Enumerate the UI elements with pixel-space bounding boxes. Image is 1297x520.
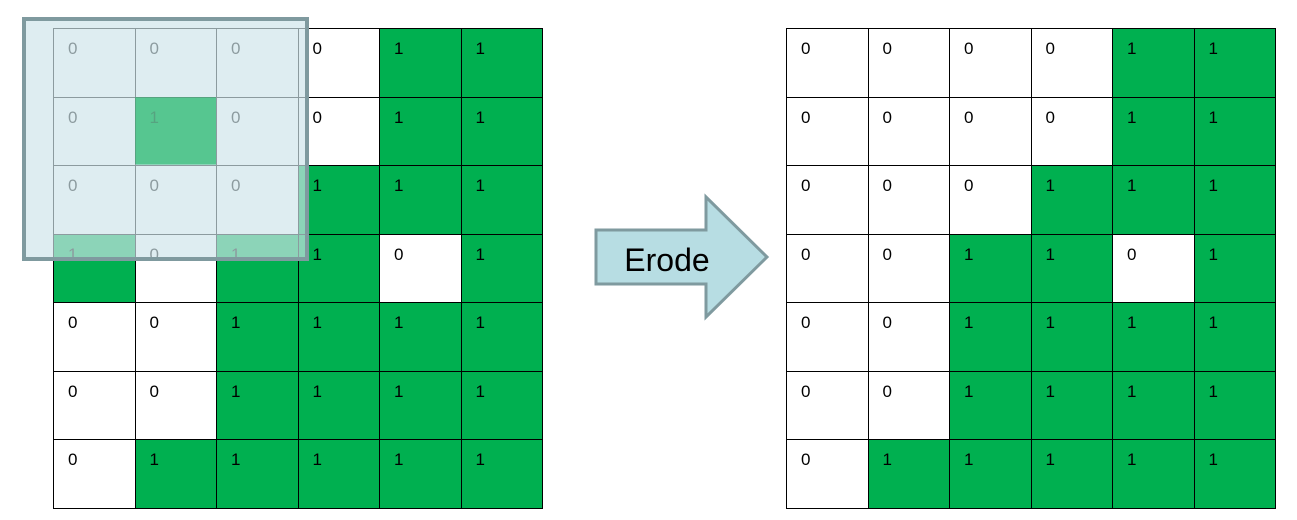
grid-cell: 1 [1194,97,1276,166]
grid-cell: 0 [868,234,950,303]
structuring-element-center [135,97,216,164]
grid-cell: 0 [787,371,869,440]
grid-cell: 0 [135,371,217,440]
grid-cell: 1 [1194,303,1276,372]
grid-cell: 0 [787,303,869,372]
grid-cell: 1 [380,303,462,372]
grid-cell: 1 [217,371,299,440]
grid-cell: 1 [950,371,1032,440]
grid-cell: 1 [950,234,1032,303]
grid-cell: 0 [868,29,950,98]
grid-cell: 1 [1031,166,1113,235]
grid-cell: 0 [868,303,950,372]
grid-cell: 1 [298,303,380,372]
grid-cell: 0 [950,166,1032,235]
grid-cell: 1 [298,440,380,509]
grid-cell: 1 [461,166,543,235]
grid-cell: 1 [461,303,543,372]
grid-cell: 1 [1031,303,1113,372]
grid-cell: 1 [1194,166,1276,235]
grid-cell: 0 [868,166,950,235]
grid-cell: 1 [461,440,543,509]
grid-cell: 1 [461,97,543,166]
grid-cell: 1 [380,440,462,509]
grid-cell: 1 [1113,303,1195,372]
grid-cell: 1 [1113,166,1195,235]
grid-cell: 0 [1031,29,1113,98]
input-grid: 0000110100110001111011010011110011110111… [53,28,543,509]
grid-cell: 1 [1113,29,1195,98]
grid-cell: 1 [298,234,380,303]
grid-cell: 1 [1113,97,1195,166]
grid-cell: 1 [461,29,543,98]
grid-cell: 0 [54,440,136,509]
grid-cell: 0 [298,97,380,166]
grid-cell: 1 [1194,440,1276,509]
grid-cell: 1 [461,234,543,303]
grid-cell: 1 [1194,234,1276,303]
grid-cell: 1 [217,303,299,372]
grid-cell: 1 [461,371,543,440]
grid-cell: 0 [54,303,136,372]
structuring-element-window [22,17,309,261]
grid-cell: 0 [787,97,869,166]
grid-cell: 0 [787,166,869,235]
grid-cell: 0 [787,29,869,98]
grid-cell: 0 [950,29,1032,98]
grid-cell: 0 [787,234,869,303]
grid-cell: 0 [1113,234,1195,303]
grid-cell: 1 [1031,440,1113,509]
grid-cell: 0 [950,97,1032,166]
grid-cell: 1 [298,166,380,235]
grid-cell: 1 [135,440,217,509]
right-arrow-icon [594,193,770,321]
grid-cell: 1 [1031,234,1113,303]
grid-cell: 1 [1113,440,1195,509]
grid-cell: 0 [135,303,217,372]
grid-cell: 1 [1113,371,1195,440]
grid-cell: 1 [380,97,462,166]
grid-cell: 1 [868,440,950,509]
grid-cell: 0 [54,371,136,440]
erode-label: Erode [624,242,710,278]
grid-cell: 1 [380,371,462,440]
grid-cell: 0 [868,371,950,440]
grid-cell: 1 [380,29,462,98]
grid-cell: 0 [298,29,380,98]
grid-cell: 1 [1194,371,1276,440]
grid-cell: 0 [380,234,462,303]
grid-cell: 1 [950,440,1032,509]
grid-cell: 1 [1031,371,1113,440]
grid-cell: 1 [217,440,299,509]
grid-cell: 0 [1031,97,1113,166]
grid-cell: 1 [1194,29,1276,98]
grid-cell: 0 [868,97,950,166]
grid-cell: 1 [950,303,1032,372]
grid-cell: 1 [298,371,380,440]
grid-cell: 1 [380,166,462,235]
grid-cell: 0 [787,440,869,509]
